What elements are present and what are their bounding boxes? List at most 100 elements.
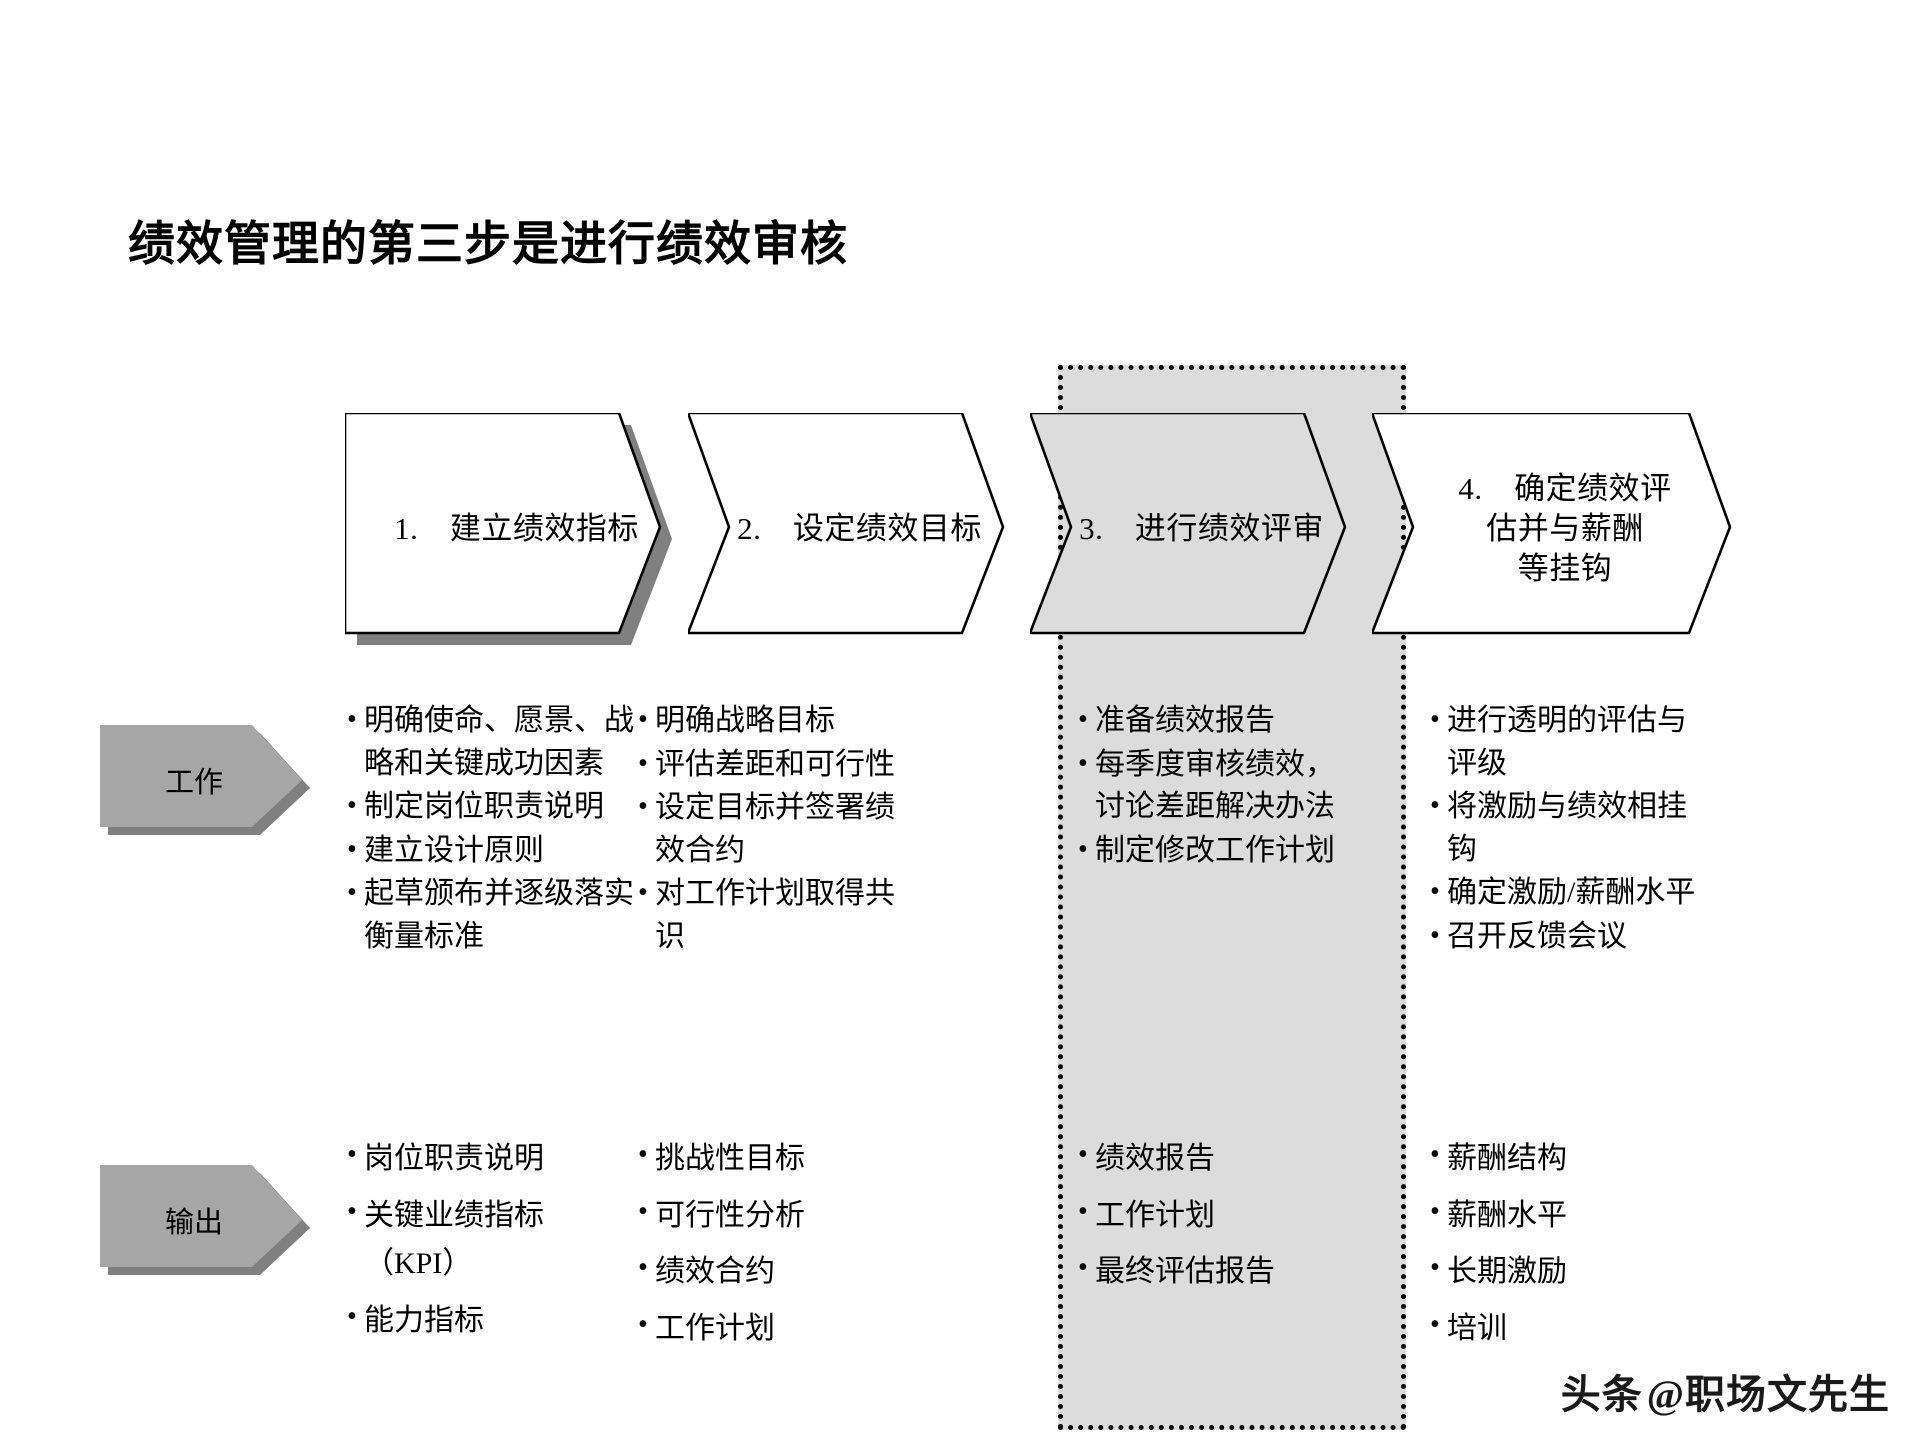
- list-item-label: 准备绩效报告: [1095, 704, 1275, 737]
- list-item-label: 工作计划: [1095, 1198, 1215, 1232]
- page-title: 绩效管理的第三步是进行绩效审核: [128, 219, 848, 271]
- watermark-logo-text: 头条: [1560, 1372, 1643, 1417]
- list-item: •工作计划: [1078, 1192, 1340, 1241]
- step-chevron-3[interactable]: 3. 进行绩效评审: [1030, 413, 1357, 645]
- row-label-output: 输出: [100, 1165, 310, 1275]
- list-item-label: 起草颁布并逐级落实衡量标准: [364, 877, 634, 953]
- list-item-label: 长期激励: [1447, 1255, 1567, 1289]
- work-list-column-4: •进行透明的评估与评级•将激励与绩效相挂钩•确定激励/薪酬水平•召开反馈会议: [1430, 700, 1712, 960]
- list-item-label: 明确战略目标: [655, 704, 835, 737]
- bullet-dot-icon: •: [1430, 1139, 1440, 1170]
- chevron-shape-icon: [688, 413, 1005, 635]
- step-chevron-2-label: 2. 设定绩效目标: [737, 511, 982, 547]
- row-label-work: 工作: [100, 725, 310, 835]
- list-item-label: 最终评估报告: [1095, 1255, 1275, 1289]
- list-item: •将激励与绩效相挂钩: [1430, 786, 1712, 871]
- list-item: •挑战性目标: [638, 1135, 908, 1184]
- chevron-shape-icon: [345, 413, 672, 645]
- output-list-column-1: •岗位职责说明•关键业绩指标（KPI）•能力指标: [347, 1135, 637, 1353]
- list-item-label: 每季度审核绩效，讨论差距解决办法: [1095, 747, 1335, 824]
- list-item: •起草颁布并逐级落实衡量标准: [347, 873, 637, 958]
- bullet-dot-icon: •: [1078, 1195, 1088, 1227]
- list-item: •培训: [1430, 1305, 1712, 1354]
- list-item: •最终评估报告: [1078, 1248, 1340, 1297]
- row-label-work-text: 工作: [164, 767, 223, 799]
- list-item: •准备绩效报告: [1078, 700, 1340, 743]
- step-chevron-4-label: 4. 确定绩效评 估并与薪酬 等挂钩: [1458, 471, 1672, 586]
- list-item: •对工作计划取得共识: [638, 873, 908, 958]
- list-item: •薪酬结构: [1430, 1135, 1712, 1184]
- list-item-label: 评估差距和可行性: [655, 747, 895, 781]
- list-item-label: 对工作计划取得共识: [655, 877, 895, 953]
- row-label-output-text: 输出: [164, 1207, 223, 1239]
- bullet-dot-icon: •: [347, 1195, 357, 1227]
- step-chevron-3-label: 3. 进行绩效评审: [1079, 511, 1324, 547]
- list-item: •制定修改工作计划: [1078, 830, 1340, 873]
- list-item: •绩效报告: [1078, 1135, 1340, 1184]
- list-item-label: 进行透明的评估与评级: [1447, 704, 1687, 780]
- bullet-dot-icon: •: [1078, 833, 1088, 865]
- list-item: •可行性分析: [638, 1192, 908, 1241]
- pentagon-shape-icon: [100, 725, 310, 835]
- list-item: •绩效合约: [638, 1248, 908, 1297]
- bullet-dot-icon: •: [1430, 790, 1440, 822]
- list-item-label: 制定岗位职责说明: [364, 790, 604, 824]
- list-item: •评估差距和可行性: [638, 744, 908, 787]
- list-item-label: 确定激励/薪酬水平: [1447, 876, 1696, 910]
- step-chevron-4[interactable]: 4. 确定绩效评 估并与薪酬 等挂钩: [1372, 413, 1742, 645]
- bullet-dot-icon: •: [638, 704, 648, 735]
- list-item-label: 可行性分析: [655, 1198, 805, 1232]
- chevron-shape-icon: [1372, 413, 1732, 635]
- step-chevron-1[interactable]: 1. 建立绩效指标: [345, 413, 672, 645]
- bullet-dot-icon: •: [1430, 1308, 1440, 1340]
- list-item: •召开反馈会议: [1430, 916, 1712, 959]
- step-chevron-2[interactable]: 2. 设定绩效目标: [688, 413, 1015, 645]
- list-item-label: 绩效报告: [1095, 1142, 1215, 1175]
- bullet-dot-icon: •: [638, 1308, 648, 1340]
- bullet-dot-icon: •: [1430, 1252, 1440, 1284]
- list-item-label: 绩效合约: [655, 1255, 775, 1289]
- bullet-dot-icon: •: [347, 1300, 357, 1332]
- bullet-dot-icon: •: [1078, 1252, 1088, 1284]
- list-item-label: 明确使命、愿景、战略和关键成功因素: [364, 704, 634, 780]
- list-item: •关键业绩指标（KPI）: [347, 1192, 637, 1289]
- bullet-dot-icon: •: [347, 704, 357, 735]
- bullet-dot-icon: •: [1430, 919, 1440, 951]
- bullet-dot-icon: •: [1430, 876, 1440, 908]
- bullet-dot-icon: •: [1078, 704, 1088, 735]
- step-chevron-1-label: 1. 建立绩效指标: [394, 511, 639, 547]
- bullet-dot-icon: •: [347, 833, 357, 865]
- list-item: •能力指标: [347, 1297, 637, 1346]
- list-item: •确定激励/薪酬水平: [1430, 872, 1712, 915]
- pentagon-shape-icon: [100, 1165, 310, 1275]
- list-item-label: 关键业绩指标（KPI）: [364, 1198, 544, 1281]
- list-item-label: 工作计划: [655, 1311, 775, 1345]
- chevron-shape-icon: [1030, 413, 1347, 635]
- list-item: •长期激励: [1430, 1248, 1712, 1297]
- list-item-label: 能力指标: [364, 1303, 484, 1337]
- work-list-column-2: •明确战略目标•评估差距和可行性•设定目标并签署绩效合约•对工作计划取得共识: [638, 700, 908, 960]
- list-item-label: 岗位职责说明: [364, 1142, 544, 1175]
- bullet-dot-icon: •: [347, 877, 357, 909]
- bullet-dot-icon: •: [638, 1252, 648, 1284]
- list-item-label: 设定目标并签署绩效合约: [655, 791, 895, 867]
- output-list-column-4: •薪酬结构•薪酬水平•长期激励•培训: [1430, 1135, 1712, 1361]
- bullet-dot-icon: •: [638, 1195, 648, 1227]
- bullet-dot-icon: •: [347, 790, 357, 822]
- bullet-dot-icon: •: [638, 791, 648, 823]
- list-item: •明确战略目标: [638, 700, 908, 743]
- output-list-column-2: •挑战性目标•可行性分析•绩效合约•工作计划: [638, 1135, 908, 1361]
- list-item: •制定岗位职责说明: [347, 786, 637, 829]
- work-list-column-1: •明确使命、愿景、战略和关键成功因素•制定岗位职责说明•建立设计原则•起草颁布并…: [347, 700, 637, 960]
- list-item-label: 薪酬结构: [1447, 1142, 1567, 1175]
- bullet-dot-icon: •: [1430, 1195, 1440, 1227]
- list-item: •工作计划: [638, 1305, 908, 1354]
- bullet-dot-icon: •: [638, 877, 648, 909]
- list-item-label: 建立设计原则: [364, 833, 544, 867]
- watermark: 头条 @职场文先生: [1561, 1362, 1890, 1420]
- list-item-label: 制定修改工作计划: [1095, 833, 1335, 867]
- list-item-label: 挑战性目标: [655, 1142, 805, 1175]
- bullet-dot-icon: •: [638, 1139, 648, 1170]
- bullet-dot-icon: •: [1078, 747, 1088, 779]
